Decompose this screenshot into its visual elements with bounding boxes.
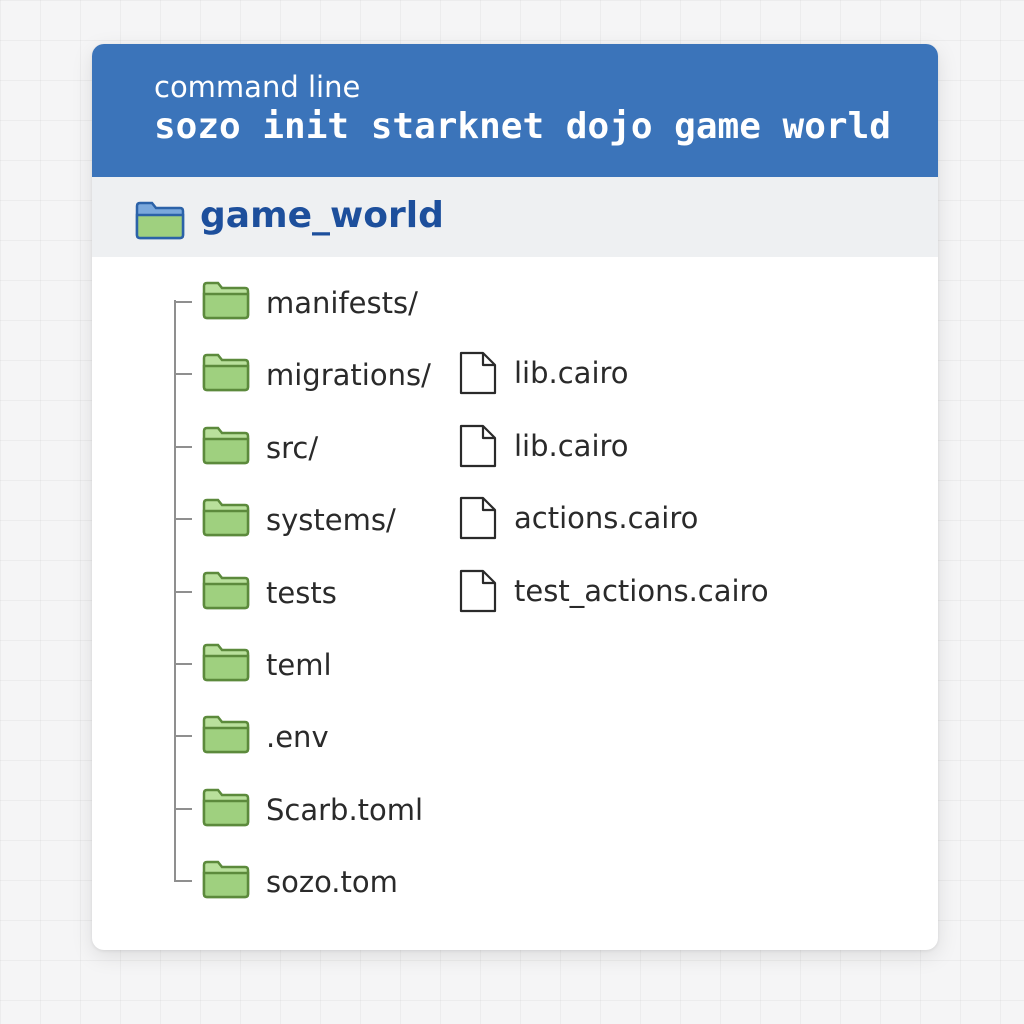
tree-branch-tick [174, 735, 192, 737]
folder-icon [202, 642, 250, 687]
folder-name: .env [266, 720, 329, 754]
folder-name: src/ [266, 431, 319, 465]
folder-icon [202, 497, 250, 542]
file-tree-card: command line sozo init starknet dojo gam… [92, 44, 938, 950]
folder-name: teml [266, 648, 332, 682]
file-name: test_actions.cairo [514, 574, 769, 608]
command-header: command line sozo init starknet dojo gam… [92, 44, 938, 177]
tree-branch-tick [174, 518, 192, 520]
folder-name: sozo.tom [266, 865, 398, 899]
file-name: lib.cairo [514, 356, 629, 390]
folder-icon [202, 787, 250, 832]
file-icon [458, 495, 498, 546]
file-name: lib.cairo [514, 429, 629, 463]
root-folder-name: game_world [200, 195, 444, 236]
folder-icon [202, 425, 250, 470]
command-line-label: command line [154, 70, 361, 104]
folder-name: tests [266, 576, 337, 610]
tree-branch-tick [174, 663, 192, 665]
tree-branch-tick [174, 373, 192, 375]
tree-branch-tick [174, 301, 192, 303]
folder-name: migrations/ [266, 358, 431, 392]
tree-branch-tick [174, 446, 192, 448]
folder-name: manifests/ [266, 286, 418, 320]
folder-icon [202, 352, 250, 397]
folder-name: systems/ [266, 503, 396, 537]
tree-branch-tick [174, 808, 192, 810]
folder-icon [202, 859, 250, 904]
folder-name: Scarb.toml [266, 793, 424, 827]
tree-connector [174, 300, 176, 880]
tree-branch-tick [174, 591, 192, 593]
command-text[interactable]: sozo init starknet dojo game world [154, 106, 891, 147]
tree-branch-tick [174, 880, 192, 882]
folder-icon [202, 714, 250, 759]
folder-icon [135, 201, 185, 240]
folder-icon [202, 280, 250, 325]
file-icon [458, 423, 498, 474]
file-name: actions.cairo [514, 501, 699, 535]
file-icon [458, 350, 498, 401]
root-folder-row[interactable]: game_world [92, 177, 938, 257]
folder-icon [202, 570, 250, 615]
file-icon [458, 568, 498, 619]
